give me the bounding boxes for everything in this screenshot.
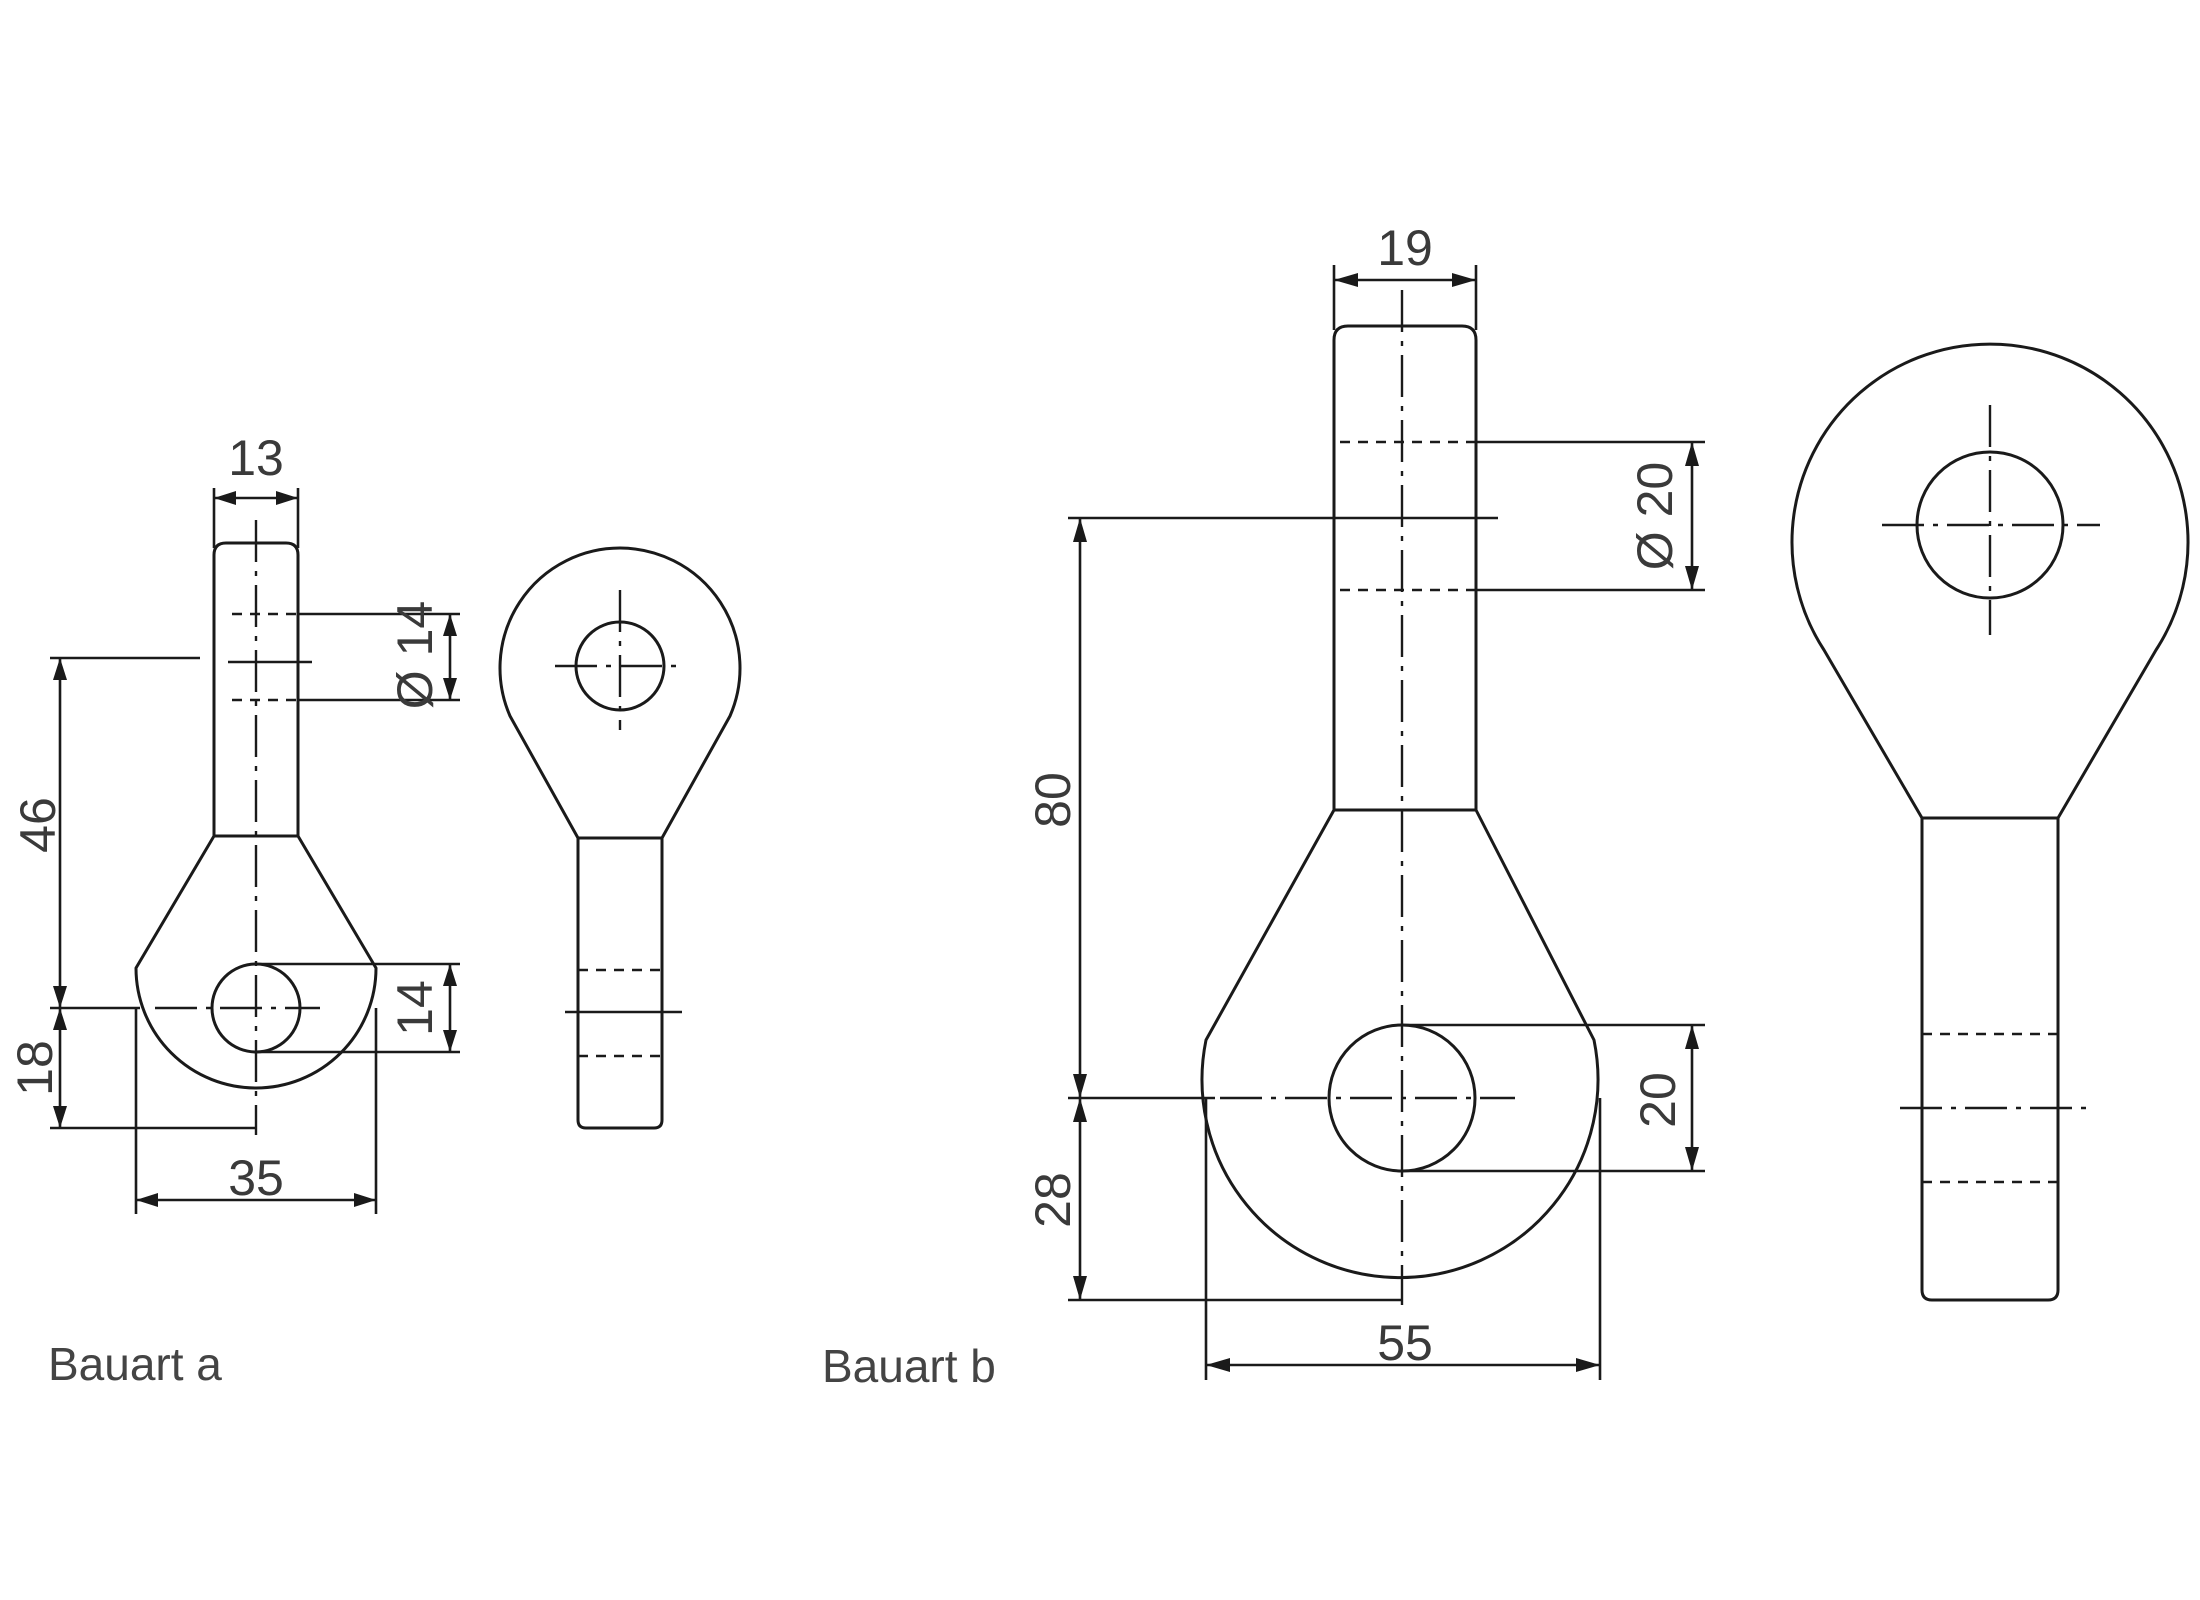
part-a-dim-eye-hole: 14 [387,980,443,1036]
part-b-outline [1200,324,1600,1280]
part-a-caption: Bauart a [48,1338,222,1390]
part-b-side-view [1790,342,2190,1302]
part-a-dim-eye-width: 35 [228,1150,284,1206]
part-b-caption: Bauart b [822,1340,996,1392]
part-b-dim-hole-spacing: 80 [1025,772,1081,828]
part-a-dim-hole-spacing: 46 [10,797,66,853]
part-a-arrow [136,1193,158,1207]
part-a-arrow [276,491,298,505]
part-a-arrow [443,1030,457,1052]
part-a-arrow [53,1106,67,1128]
part-a-side-view [498,546,742,1130]
part-a-arrow [443,614,457,636]
part-a-arrow [53,1008,67,1030]
part-b-dim-hole-diameter: Ø 20 [1627,462,1683,570]
part-a-dim-eye-offset: 18 [7,1040,63,1096]
part-b-arrow [1685,1147,1699,1171]
part-a-arrow [214,491,236,505]
part-b-dim-eye-width: 55 [1377,1315,1433,1371]
part-b-arrow [1576,1358,1600,1372]
part-b-arrow [1685,442,1699,466]
part-b-arrow [1334,273,1358,287]
part-b-dim-eye-offset: 28 [1025,1172,1081,1228]
part-b-dim-head-width: 19 [1377,220,1433,276]
part-a-side-outline [498,546,742,1130]
part-a-arrow [53,658,67,680]
part-a-arrow [53,986,67,1008]
part-a-front-view [134,520,378,1135]
part-a-dimensions: 13 Ø 14 46 18 14 35 [7,430,460,1214]
part-b-side-outline [1790,342,2190,1302]
part-b-arrow [1206,1358,1230,1372]
part-b-dimensions: 19 Ø 20 80 28 20 55 [1025,220,1705,1380]
part-a-dim-head-width: 13 [228,430,284,486]
part-b-arrow [1685,1025,1699,1049]
part-a-arrow [443,678,457,700]
part-a-arrow [443,964,457,986]
part-b-arrow [1685,566,1699,590]
part-b-arrow [1073,1098,1087,1122]
part-b-arrow [1073,1276,1087,1300]
part-b-arrow [1073,1074,1087,1098]
part-a-dim-hole-diameter: Ø 14 [387,601,443,709]
part-b-arrow [1073,518,1087,542]
part-b-dim-eye-hole: 20 [1630,1072,1686,1128]
part-b-arrow [1452,273,1476,287]
part-a-arrow [354,1193,376,1207]
